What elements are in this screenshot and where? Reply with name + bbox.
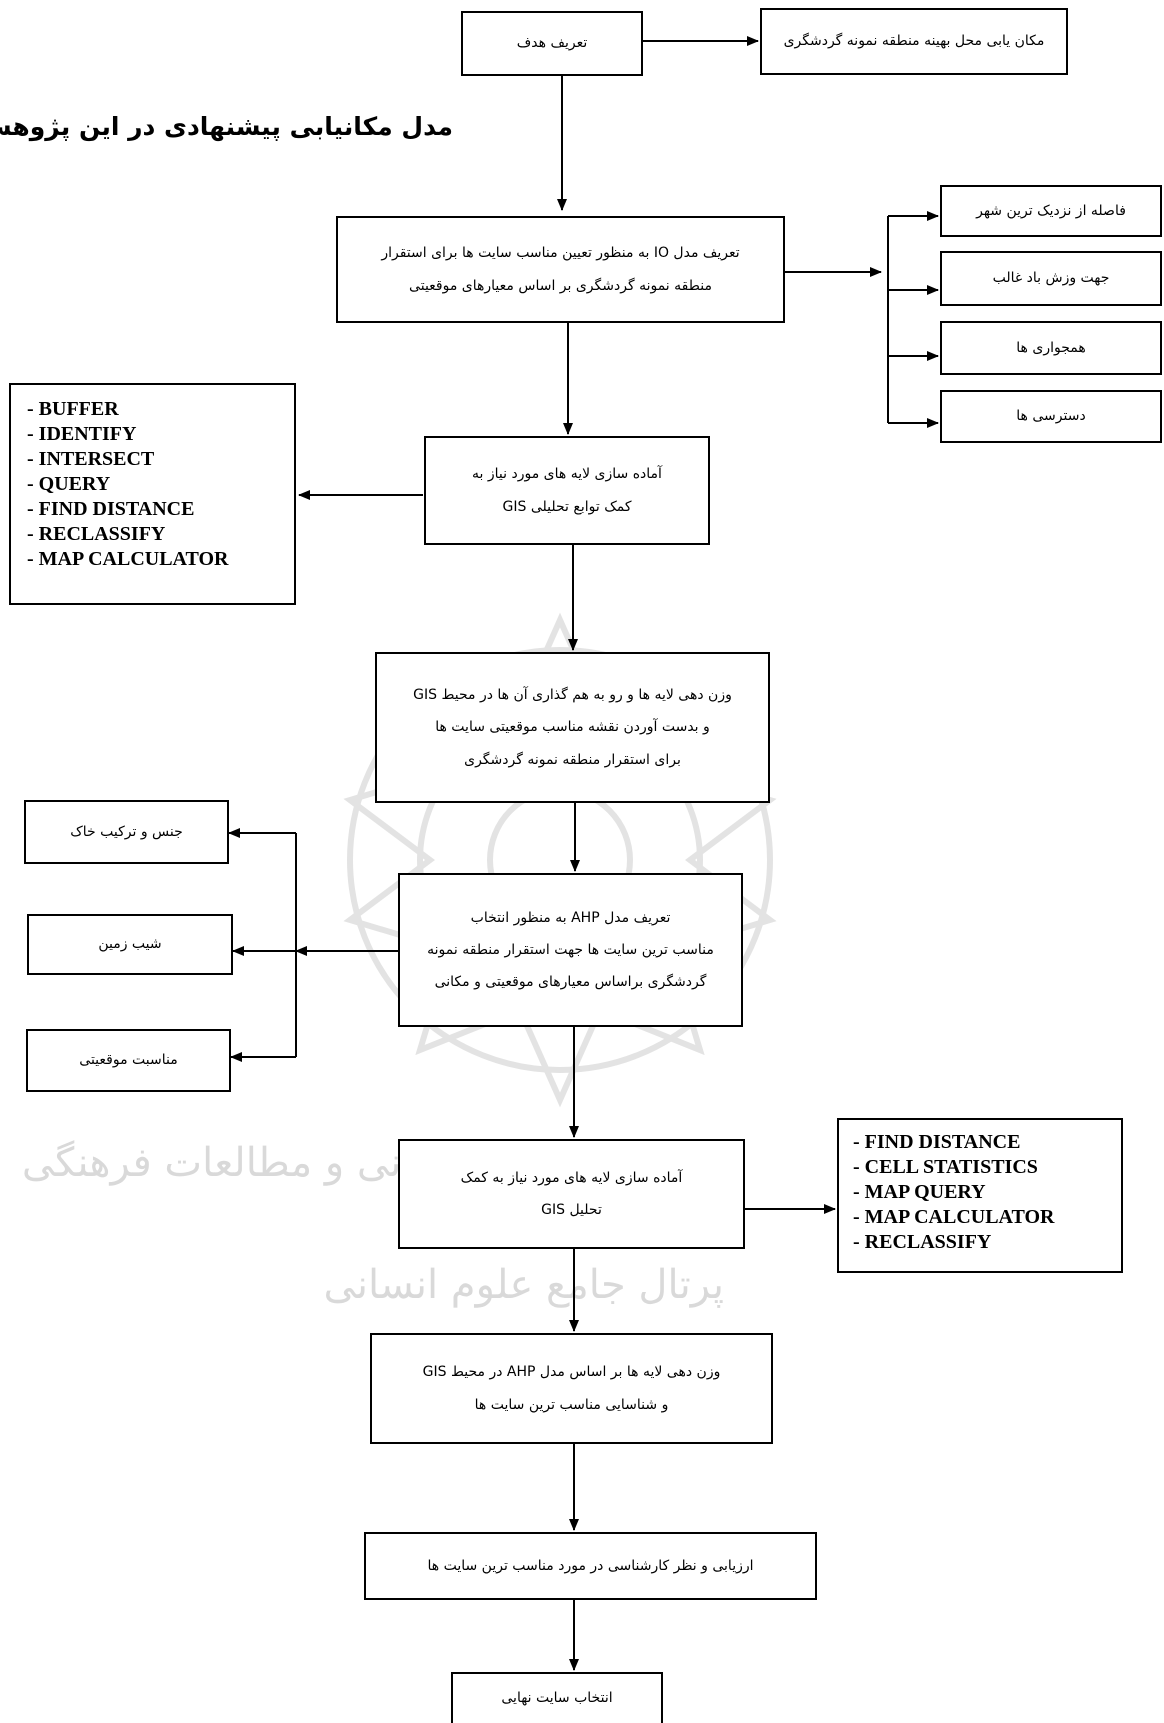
io-model-box: تعریف مدل IO به منظور تعیین مناسب سایت ه… (336, 216, 785, 323)
ahp-weighting-line-2: و شناسایی مناسب ترین سایت ها (474, 1396, 669, 1413)
criterion-box-access: دسترسی ها (940, 390, 1162, 443)
ahp-criterion-label: مناسبت موقعیتی (79, 1052, 178, 1069)
ahp-model-box: تعریف مدل AHP به منظور انتخاب مناسب ترین… (398, 873, 743, 1027)
ahp-model-line-2: مناسب ترین سایت ها جهت استقرار منطقه نمو… (427, 941, 714, 958)
criterion-box-adjacency: همجواری ها (940, 321, 1162, 375)
ahp-weighting-line-1: وزن دهی لایه ها بر اساس مدل AHP در محیط … (422, 1364, 721, 1381)
goal-box: تعریف هدف (461, 11, 643, 76)
ahp-criterion-box-suitability: مناسبت موقعیتی (26, 1029, 231, 1092)
criterion-label: جهت وزش باد غالب (992, 270, 1110, 287)
watermark-text-2: پرتال جامع علوم انسانی (323, 1262, 725, 1308)
prep-layers2-line-2: تحلیل GIS (541, 1202, 602, 1218)
criterion-box-distance: فاصله از نزدیک ترین شهر (940, 185, 1162, 237)
ahp-criterion-box-soil: جنس و ترکیب خاک (24, 800, 229, 864)
gis-function2-item: - MAP QUERY (853, 1181, 986, 1203)
goal-label: تعریف هدف (516, 35, 588, 52)
criterion-label: همجواری ها (1016, 339, 1086, 356)
ahp-weighting-box: وزن دهی لایه ها بر اساس مدل AHP در محیط … (370, 1333, 773, 1444)
gis-function2-item: - MAP CALCULATOR (853, 1206, 1055, 1228)
goal-result-box: مکان یابی محل بهینه منطقه نمونه گردشگری (760, 8, 1068, 75)
criterion-box-wind: جهت وزش باد غالب (940, 251, 1162, 306)
gis-function2-item: - CELL STATISTICS (853, 1156, 1038, 1178)
prep-layers-line-1: آماده سازی لایه های مورد نیاز به (472, 466, 662, 483)
ahp-model-line-3: گردشگری براساس معیارهای موقعیتی و مکانی (434, 974, 707, 991)
gis-functions-box: - BUFFER - IDENTIFY - INTERSECT - QUERY … (9, 383, 296, 605)
prep-layers-line-2: کمک توابع تحلیلی GIS (502, 498, 632, 515)
gis-function-item: - QUERY (27, 473, 111, 495)
io-model-line-2: منطقه نمونه گردشگری بر اساس معیارهای موق… (409, 277, 712, 294)
gis-function-item: - RECLASSIFY (27, 523, 166, 545)
gis-function-item: - MAP CALCULATOR (27, 548, 229, 570)
ahp-criterion-label: جنس و ترکیب خاک (70, 823, 183, 840)
gis-function2-item: - RECLASSIFY (853, 1231, 992, 1253)
weighting-line-3: برای استقرار منطقه نمونه گردشگری (464, 751, 681, 768)
prep-layers-box: آماده سازی لایه های مورد نیاز به کمک توا… (424, 436, 710, 545)
final-selection-box: انتخاب سایت نهایی (451, 1672, 663, 1723)
gis-function-item: - INTERSECT (27, 448, 155, 470)
gis-function-item: - FIND DISTANCE (27, 498, 195, 520)
final-selection-label: انتخاب سایت نهایی (501, 1690, 613, 1707)
weighting-box: وزن دهی لایه ها و رو به هم گذاری آن ها د… (375, 652, 770, 803)
criterion-label: فاصله از نزدیک ترین شهر (976, 202, 1126, 219)
evaluation-label: ارزیابی و نظر کارشناسی در مورد مناسب تری… (427, 1557, 754, 1574)
ahp-criterion-label: شیب زمین (98, 936, 162, 953)
ahp-model-line-1: تعریف مدل AHP به منظور انتخاب (470, 909, 671, 926)
weighting-line-2: و بدست آوردن نقشه مناسب موقعیتی سایت ها (435, 719, 710, 736)
io-model-line-1: تعریف مدل IO به منظور تعیین مناسب سایت ه… (381, 245, 740, 262)
gis-function-item: - IDENTIFY (27, 423, 137, 445)
weighting-line-1: وزن دهی لایه ها و رو به هم گذاری آن ها د… (413, 687, 732, 704)
evaluation-box: ارزیابی و نظر کارشناسی در مورد مناسب تری… (364, 1532, 817, 1600)
gis-functions2-box: - FIND DISTANCE - CELL STATISTICS - MAP … (837, 1118, 1123, 1273)
goal-result-label: مکان یابی محل بهینه منطقه نمونه گردشگری (783, 33, 1045, 50)
prep-layers2-box: آماده سازی لایه های مورد نیاز به کمک تحل… (398, 1139, 745, 1249)
ahp-criterion-box-slope: شیب زمین (27, 914, 233, 975)
prep-layers2-line-1: آماده سازی لایه های مورد نیاز به کمک (460, 1169, 683, 1186)
gis-function-item: - BUFFER (27, 398, 119, 420)
diagram-title: مدل مکانیابی پیشنهادی در این پژوهش (0, 112, 453, 141)
criterion-label: دسترسی ها (1016, 408, 1086, 425)
gis-function2-item: - FIND DISTANCE (853, 1131, 1021, 1153)
